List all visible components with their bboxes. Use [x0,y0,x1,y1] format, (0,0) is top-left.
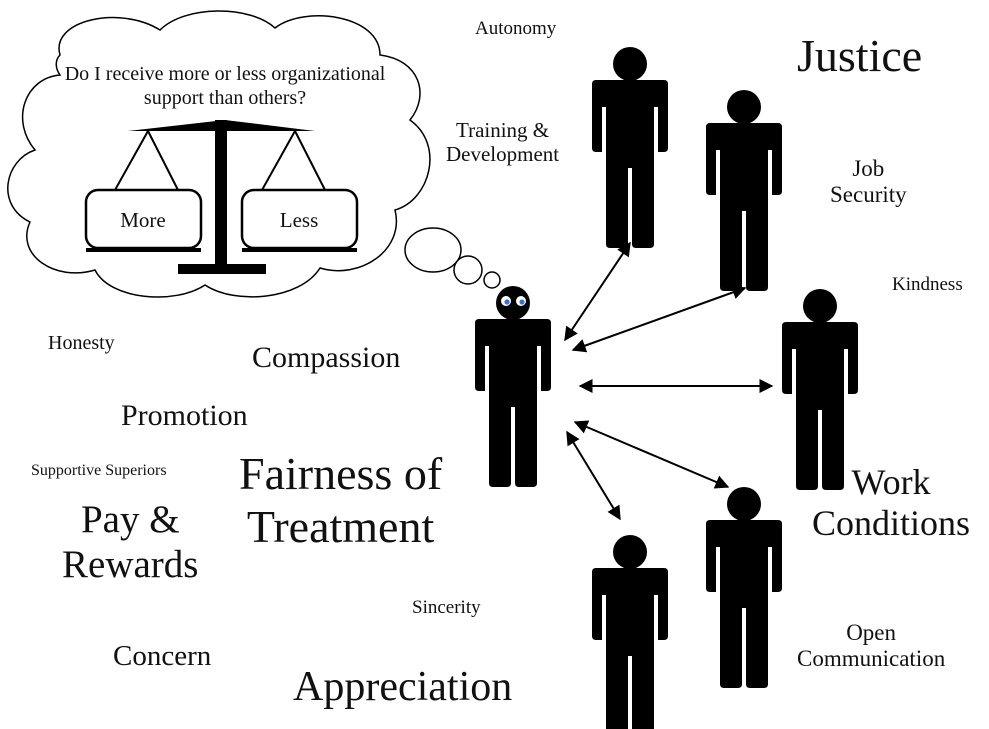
arrow-to-lower-right-person [573,420,730,489]
employee-figure-center [475,286,551,487]
coworker-figure-lower-right [706,487,782,688]
balance-scale-icon [84,120,359,274]
word-compassion: Compassion [252,341,401,374]
pan-label-less: Less [279,208,319,232]
word-training-development: Training & Development [446,118,560,167]
word-open-communication: Open Communication [797,620,946,672]
employee-eyes-icon [501,296,526,306]
relationship-arrows [564,241,774,521]
word-promotion: Promotion [121,399,248,432]
word-autonomy: Autonomy [475,18,557,39]
arrow-to-upper-right-person [571,285,747,353]
cloud-question: Do I receive more or less organizational… [64,63,386,109]
word-concern: Concern [113,640,212,672]
coworker-figure-bottom [592,535,668,729]
word-work-conditions: Work Conditions [812,462,971,544]
coworker-figure-upper-right [706,90,782,291]
coworker-figure-right [782,289,858,490]
word-job-security: Job Security [830,156,907,208]
word-supportive-superiors: Supportive Superiors [31,462,167,479]
arrow-to-top-person [564,241,631,342]
word-sincerity: Sincerity [412,597,481,618]
word-justice: Justice [797,30,923,81]
thought-bubbles-small [404,227,501,289]
word-fairness-of-treatment: Fairness of Treatment [239,448,443,552]
word-appreciation: Appreciation [293,664,513,710]
word-pay-rewards: Pay & Rewards [62,498,199,586]
word-kindness: Kindness [892,274,963,295]
arrow-to-bottom-person [566,430,621,521]
pan-label-more: More [120,208,166,232]
word-honesty: Honesty [48,332,115,354]
coworker-figure-top [592,47,668,248]
